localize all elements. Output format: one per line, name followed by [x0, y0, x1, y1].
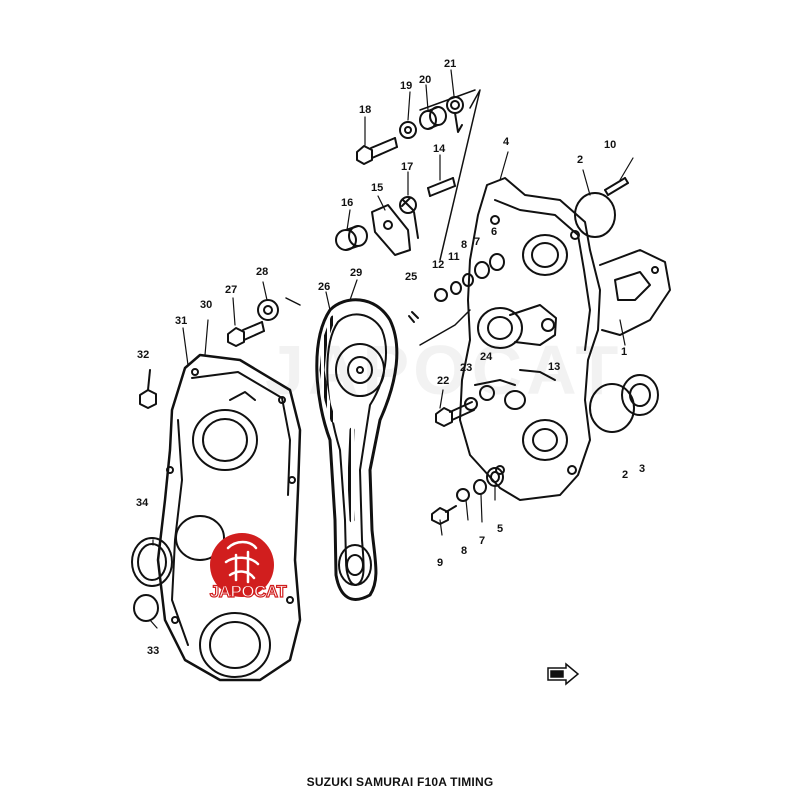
spring-17 — [399, 196, 419, 239]
callout-28: 28 — [256, 266, 268, 278]
callout-33: 33 — [147, 645, 159, 657]
bolt-32 — [139, 369, 157, 409]
callout-2-upper: 2 — [577, 154, 583, 166]
callout-6: 6 — [491, 226, 497, 238]
callout-23: 23 — [460, 362, 472, 374]
stud-10 — [604, 177, 629, 196]
plate-15 — [371, 204, 411, 256]
callout-7-upper: 7 — [474, 236, 480, 248]
callout-31: 31 — [175, 315, 187, 327]
bolt-22 — [435, 401, 475, 427]
washer-19 — [399, 121, 417, 139]
callout-1: 1 — [621, 346, 627, 358]
callout-24: 24 — [480, 351, 493, 363]
timing-belt-outside-cover — [156, 353, 302, 682]
bolt-18 — [356, 137, 398, 165]
engine-mount-bracket — [599, 249, 671, 336]
bolt-27 — [227, 321, 265, 347]
logo-wordmark: JAPOCAT — [209, 581, 287, 601]
callout-4: 4 — [503, 136, 510, 148]
callout-32: 32 — [137, 349, 149, 361]
o-ring-upper — [574, 192, 616, 238]
washer-28 — [257, 299, 279, 321]
callout-8-upper: 8 — [461, 239, 467, 251]
stud-14 — [427, 177, 456, 197]
leader-lines — [149, 69, 634, 629]
callout-30: 30 — [200, 299, 212, 311]
part-number-callouts: 1 2 2 3 4 5 6 7 7 8 8 9 10 11 12 13 14 1… — [136, 58, 645, 657]
spacer-20 — [419, 106, 447, 130]
callout-3: 3 — [639, 463, 645, 475]
callout-13: 13 — [548, 361, 560, 373]
callout-14: 14 — [433, 143, 446, 155]
oil-seal — [621, 374, 659, 416]
o-ring-lower — [589, 383, 635, 433]
japocat-logo — [210, 533, 274, 597]
callout-21: 21 — [444, 58, 456, 70]
callout-19: 19 — [400, 80, 412, 92]
callout-18: 18 — [359, 104, 371, 116]
callout-20: 20 — [419, 74, 431, 86]
callout-7-lower: 7 — [479, 535, 485, 547]
washer-23 — [464, 397, 478, 411]
nut-12 — [434, 288, 448, 302]
callout-11: 11 — [448, 251, 460, 263]
camshaft-pulley — [335, 343, 385, 397]
callout-8-lower: 8 — [461, 545, 467, 557]
spacer-7-lower — [473, 479, 487, 495]
spacer-7 — [474, 261, 490, 279]
spacer-16 — [335, 225, 368, 251]
callout-15: 15 — [371, 182, 383, 194]
callout-27: 27 — [225, 284, 237, 296]
callout-26: 26 — [318, 281, 330, 293]
callout-22: 22 — [437, 375, 449, 387]
crankshaft-pulley — [338, 544, 372, 586]
callout-10: 10 — [604, 139, 616, 151]
belt-tensioner — [477, 304, 557, 349]
timing-belt — [315, 298, 399, 601]
washer-8 — [462, 273, 474, 287]
washer-8-lower — [456, 488, 470, 502]
callout-16: 16 — [341, 197, 353, 209]
grommet-34 — [131, 537, 173, 587]
washer-11 — [450, 281, 462, 295]
callout-12: 12 — [432, 259, 444, 271]
pin-25 — [411, 311, 419, 319]
callout-34: 34 — [136, 497, 149, 509]
callout-29: 29 — [350, 267, 362, 279]
callout-9: 9 — [437, 557, 443, 569]
diagram-caption: SUZUKI SAMURAI F10A TIMING — [306, 775, 494, 789]
bolt-9 — [431, 505, 457, 525]
bush-6 — [489, 253, 505, 271]
callout-25: 25 — [405, 271, 417, 283]
timing-belt-inside-cover — [459, 177, 601, 501]
callout-2-lower: 2 — [622, 469, 628, 481]
callout-17: 17 — [401, 161, 413, 173]
spring-21 — [446, 96, 464, 133]
pin-24 — [479, 385, 495, 401]
plug-33 — [133, 594, 159, 622]
callout-5: 5 — [497, 523, 503, 535]
arrow-icon — [547, 662, 580, 686]
